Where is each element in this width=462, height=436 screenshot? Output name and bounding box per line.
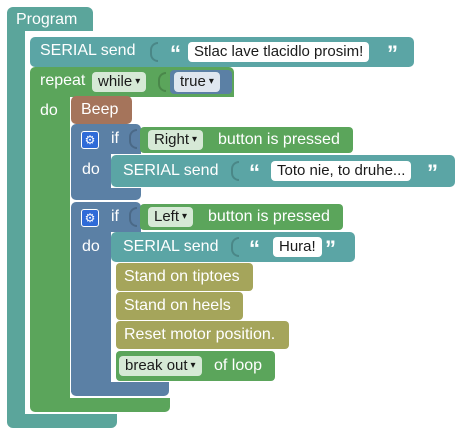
- input-notch: [129, 129, 137, 149]
- input-notch: [231, 237, 239, 257]
- gear-icon[interactable]: ⚙: [81, 131, 99, 149]
- button-value-2: Left: [154, 208, 180, 225]
- input-notch: [231, 161, 239, 181]
- open-quote-icon: “: [170, 41, 181, 66]
- beep-block[interactable]: Beep: [71, 96, 132, 124]
- repeat-spine: [30, 97, 70, 402]
- condition-block-true[interactable]: true▾: [170, 70, 232, 94]
- stand-on-tiptoes-label: Stand on tiptoes: [124, 268, 240, 285]
- program-block[interactable]: Program: [7, 7, 93, 31]
- input-notch: [158, 72, 166, 92]
- condition-dropdown[interactable]: true▾: [174, 72, 220, 92]
- repeat-footer: [30, 398, 170, 412]
- if-footer-2: [71, 382, 169, 396]
- if-do-label-2: do: [82, 238, 100, 255]
- serial-text-field-2[interactable]: Toto nie, to druhe...: [271, 161, 412, 181]
- repeat-label: repeat: [40, 72, 86, 89]
- button-pressed-label-2: button is pressed: [208, 208, 330, 225]
- serial-send-block-2[interactable]: SERIAL send “ Toto nie, to druhe... ”: [111, 155, 455, 187]
- of-loop-label: of loop: [214, 357, 263, 374]
- break-mode-dropdown[interactable]: break out▾: [119, 356, 202, 376]
- dropdown-arrow-icon: ▾: [192, 134, 198, 146]
- repeat-mode-dropdown[interactable]: while▾: [92, 72, 147, 92]
- serial-send-label-1: SERIAL send: [40, 42, 136, 59]
- reset-motor-position-label: Reset motor position.: [124, 326, 276, 343]
- break-out-block[interactable]: break out▾ of loop: [116, 351, 275, 381]
- condition-value: true: [180, 73, 206, 90]
- stand-on-heels-label: Stand on heels: [124, 297, 231, 314]
- gear-icon[interactable]: ⚙: [81, 209, 99, 227]
- break-mode-value: break out: [125, 357, 188, 374]
- repeat-mode-value: while: [98, 73, 133, 90]
- program-footer: [7, 414, 117, 428]
- serial-text-field-1[interactable]: Stlac lave tlacidlo prosim!: [188, 42, 370, 62]
- if-label-2: if: [111, 208, 119, 225]
- button-dropdown-1[interactable]: Right▾: [148, 130, 204, 150]
- input-notch: [129, 207, 137, 227]
- button-dropdown-2[interactable]: Left▾: [148, 207, 194, 227]
- input-notch: [150, 42, 158, 62]
- if-do-label-1: do: [82, 161, 100, 178]
- open-quote-icon: “: [249, 160, 260, 185]
- if-footer-1: [71, 188, 141, 200]
- close-quote-icon: ”: [427, 160, 438, 185]
- if-block-2[interactable]: ⚙ if: [71, 202, 141, 232]
- if-spine-2: [71, 232, 111, 392]
- button-pressed-label-1: button is pressed: [218, 131, 340, 148]
- dropdown-arrow-icon: ▾: [182, 211, 188, 223]
- open-quote-icon: “: [249, 236, 260, 261]
- if-block-1[interactable]: ⚙ if: [71, 124, 141, 154]
- beep-label: Beep: [81, 101, 119, 118]
- button-condition-block-2[interactable]: Left▾ button is pressed: [140, 204, 343, 230]
- serial-send-label-2: SERIAL send: [123, 162, 219, 179]
- repeat-do-label: do: [40, 102, 58, 119]
- stand-on-heels-block[interactable]: Stand on heels: [116, 292, 243, 320]
- program-spine: [7, 31, 25, 415]
- button-value-1: Right: [154, 131, 190, 148]
- if-label-1: if: [111, 130, 119, 147]
- dropdown-arrow-icon: ▾: [190, 360, 196, 372]
- button-condition-block-1[interactable]: Right▾ button is pressed: [140, 127, 353, 153]
- serial-send-block-1[interactable]: SERIAL send “ Stlac lave tlacidlo prosim…: [30, 37, 414, 67]
- serial-send-block-3[interactable]: SERIAL send “ Hura! ”: [111, 232, 355, 262]
- stand-on-tiptoes-block[interactable]: Stand on tiptoes: [116, 263, 253, 291]
- dropdown-arrow-icon: ▾: [208, 76, 214, 88]
- program-label: Program: [16, 11, 78, 28]
- if-spine-1: [71, 154, 111, 190]
- serial-send-label-3: SERIAL send: [123, 238, 219, 255]
- close-quote-icon: ”: [325, 236, 336, 261]
- dropdown-arrow-icon: ▾: [135, 76, 141, 88]
- close-quote-icon: ”: [387, 41, 398, 66]
- reset-motor-position-block[interactable]: Reset motor position.: [116, 321, 289, 349]
- serial-text-field-3[interactable]: Hura!: [273, 237, 322, 257]
